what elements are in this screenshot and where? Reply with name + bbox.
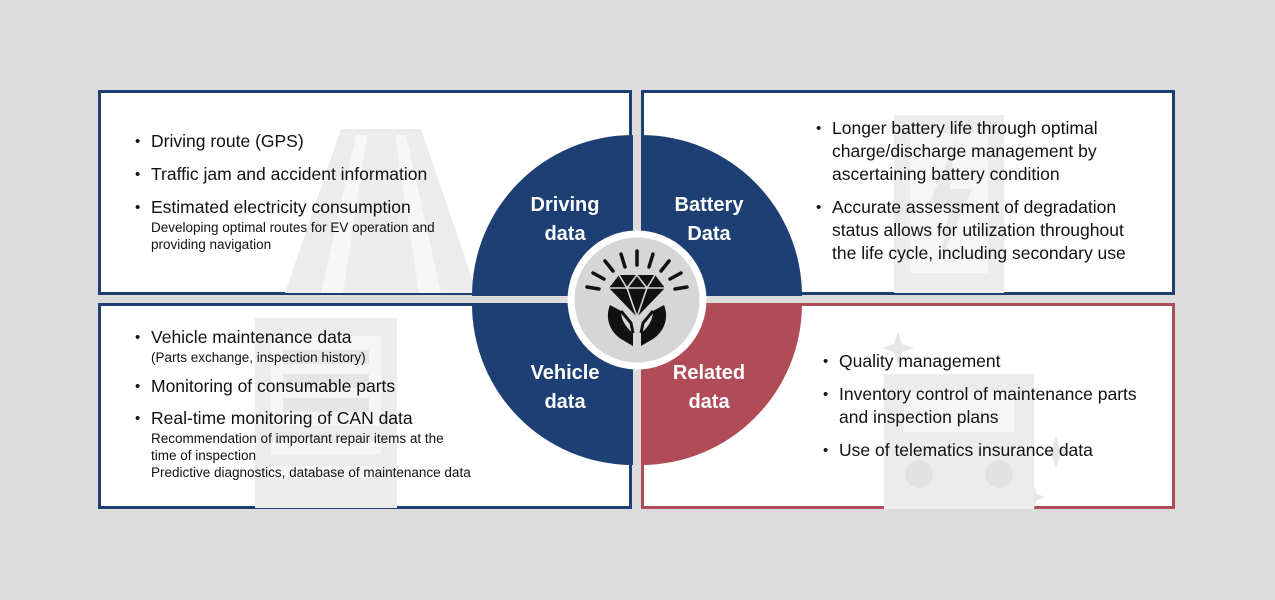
driving-item-3-note-1: Developing optimal routes for EV operati… xyxy=(151,220,435,235)
vehicle-item-1: Vehicle maintenance data (Parts exchange… xyxy=(135,326,471,366)
vehicle-item-2-title: Monitoring of consumable parts xyxy=(151,376,396,396)
driving-item-3-note-2: providing navigation xyxy=(151,237,272,252)
driving-item-1-title: Driving route (GPS) xyxy=(151,131,304,151)
related-item-1-line-1: Quality management xyxy=(839,351,1001,371)
driving-label-line-2: data xyxy=(544,223,586,245)
diamond-in-hands-icon xyxy=(585,249,689,346)
battery-item-2-line-2: status allows for utilization throughout xyxy=(832,220,1124,240)
driving-item-1: Driving route (GPS) xyxy=(135,130,435,153)
related-label-line-1: Related xyxy=(672,362,746,384)
related-item-2-line-1: Inventory control of maintenance parts xyxy=(839,384,1137,404)
related-label-line-2: data xyxy=(688,391,730,413)
related-item-2: Inventory control of maintenance parts a… xyxy=(823,383,1137,429)
related-item-3: Use of telematics insurance data xyxy=(823,439,1137,462)
battery-quadrant-label: Battery Data xyxy=(654,191,764,249)
battery-item-1-line-2: charge/discharge management by xyxy=(832,141,1097,161)
vehicle-item-3-title: Real-time monitoring of CAN data xyxy=(151,408,413,428)
battery-item-2-line-3: the life cycle, including secondary use xyxy=(832,243,1126,263)
driving-item-2: Traffic jam and accident information xyxy=(135,163,435,186)
related-item-2-line-2: and inspection plans xyxy=(839,407,999,427)
vehicle-item-3: Real-time monitoring of CAN data Recomme… xyxy=(135,407,471,481)
vehicle-item-2: Monitoring of consumable parts xyxy=(135,375,471,398)
vehicle-item-1-title: Vehicle maintenance data xyxy=(151,327,352,347)
related-item-1: Quality management xyxy=(823,350,1137,373)
vehicle-item-3-note-1: Recommendation of important repair items… xyxy=(151,431,444,446)
battery-label-line-2: Data xyxy=(687,223,731,245)
vehicle-item-3-note-2: time of inspection xyxy=(151,448,257,463)
driving-item-3-title: Estimated electricity consumption xyxy=(151,197,411,217)
vehicle-item-1-note-1: (Parts exchange, inspection history) xyxy=(151,350,366,365)
battery-item-2-line-1: Accurate assessment of degradation xyxy=(832,197,1117,217)
driving-item-3: Estimated electricity consumption Develo… xyxy=(135,196,435,253)
vehicle-quadrant-label: Vehicle data xyxy=(510,359,620,417)
related-item-3-line-1: Use of telematics insurance data xyxy=(839,440,1093,460)
battery-label-line-1: Battery xyxy=(674,194,744,216)
battery-item-1-line-1: Longer battery life through optimal xyxy=(832,118,1098,138)
vehicle-item-3-note-3: Predictive diagnostics, database of main… xyxy=(151,465,471,480)
battery-item-2: Accurate assessment of degradation statu… xyxy=(816,196,1126,265)
battery-item-1-line-3: ascertaining battery condition xyxy=(832,164,1060,184)
vehicle-label-line-1: Vehicle xyxy=(530,362,600,384)
driving-quadrant-label: Driving data xyxy=(510,191,620,249)
battery-item-1: Longer battery life through optimal char… xyxy=(816,117,1126,186)
related-quadrant-label: Related data xyxy=(654,359,764,417)
driving-item-2-title: Traffic jam and accident information xyxy=(151,164,428,184)
driving-label-line-1: Driving xyxy=(530,194,600,216)
vehicle-label-line-2: data xyxy=(544,391,586,413)
